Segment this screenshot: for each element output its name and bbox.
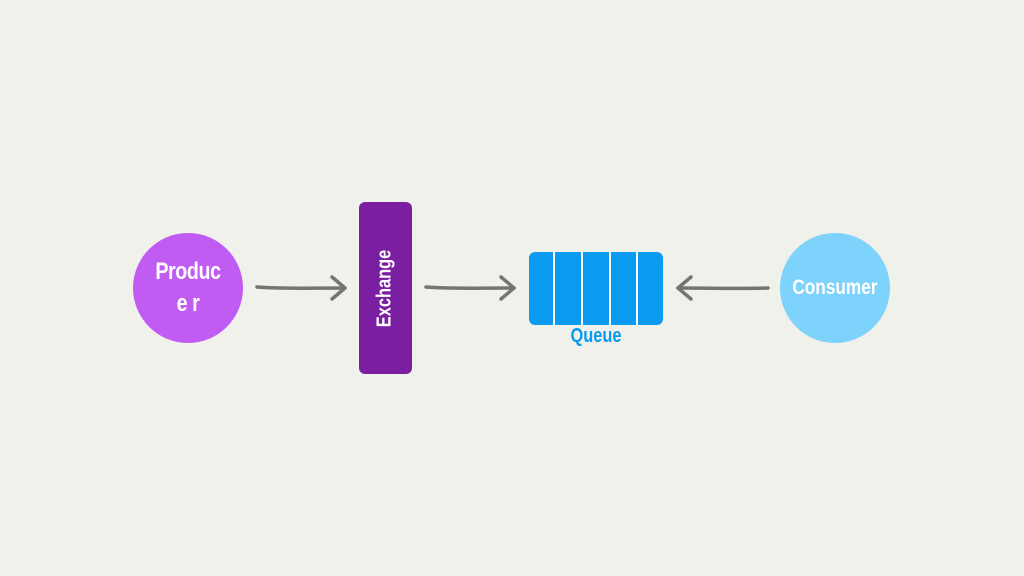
producer-node: Produce r [133, 233, 243, 343]
queue-slot-divider [636, 252, 638, 325]
queue-node [529, 252, 663, 325]
queue-label: Queue [570, 325, 622, 347]
exchange-label: Exchange [374, 249, 397, 327]
arrow-consumer-to-queue [676, 275, 770, 301]
exchange-node: Exchange [359, 202, 412, 374]
queue-slot-divider [581, 252, 583, 325]
arrow-producer-to-exchange [255, 275, 347, 301]
queue-slot-divider [609, 252, 611, 325]
consumer-label: Consumer [792, 276, 878, 299]
arrow-exchange-to-queue [424, 275, 516, 301]
producer-label: Produce r [155, 258, 221, 317]
consumer-node: Consumer [780, 233, 890, 343]
queue-slot-divider [553, 252, 555, 325]
